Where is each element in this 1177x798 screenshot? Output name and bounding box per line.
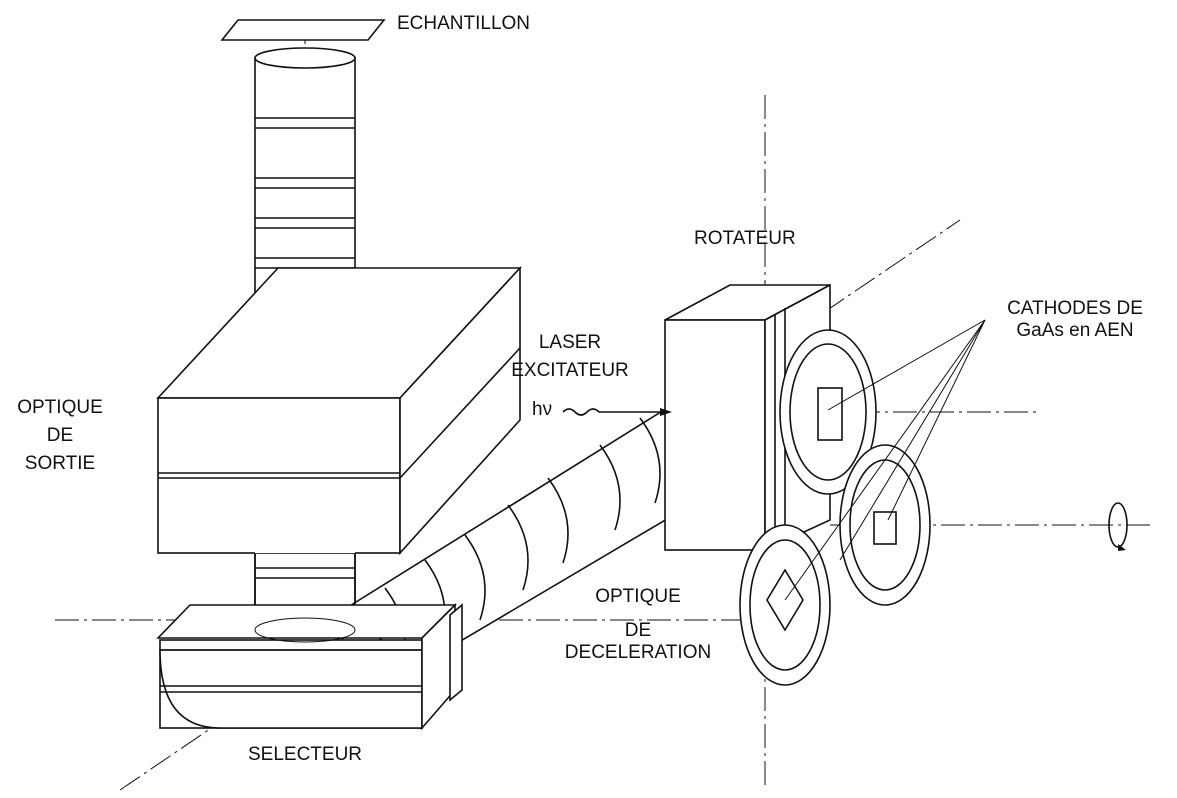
cathode-disc-3	[739, 524, 831, 686]
output-optics-block	[156, 265, 522, 630]
label-laser-line2: EXCITATEUR	[511, 360, 629, 381]
label-cathodes-line1: CATHODES DE	[1007, 298, 1143, 319]
label-optique-decel-line2: DE	[624, 620, 652, 641]
cathode-pointer-lines	[784, 319, 986, 601]
label-optique-sortie: OPTIQUE DE SORTIE	[0, 397, 120, 475]
label-cathodes: CATHODES DE GaAs en AEN	[985, 298, 1165, 342]
selector	[156, 603, 463, 731]
label-selecteur: SELECTEUR	[248, 744, 363, 765]
label-laser: LASER EXCITATEUR	[500, 332, 640, 382]
label-rotateur: ROTATEUR	[694, 228, 796, 249]
rotation-icon	[1108, 502, 1128, 551]
label-optique-sortie-line1: OPTIQUE	[17, 397, 103, 418]
label-optique-decel-line1: OPTIQUE	[595, 586, 681, 607]
cathode-disc-1	[779, 329, 877, 495]
cathode-disc-2	[839, 444, 931, 606]
label-optique-deceleration: OPTIQUE DE DECELERATION	[548, 586, 728, 664]
label-echantillon: ECHANTILLON	[397, 13, 531, 34]
label-cathodes-line2: GaAs en AEN	[1016, 320, 1134, 341]
label-hv: hν	[532, 399, 553, 420]
sample-plate	[220, 19, 386, 41]
label-optique-sortie-line3: SORTIE	[24, 453, 96, 474]
label-laser-line1: LASER	[538, 332, 602, 353]
laser-beam-arrow	[562, 408, 672, 416]
label-optique-decel-line3: DECELERATION	[564, 642, 712, 663]
label-optique-sortie-line2: DE	[46, 425, 74, 446]
